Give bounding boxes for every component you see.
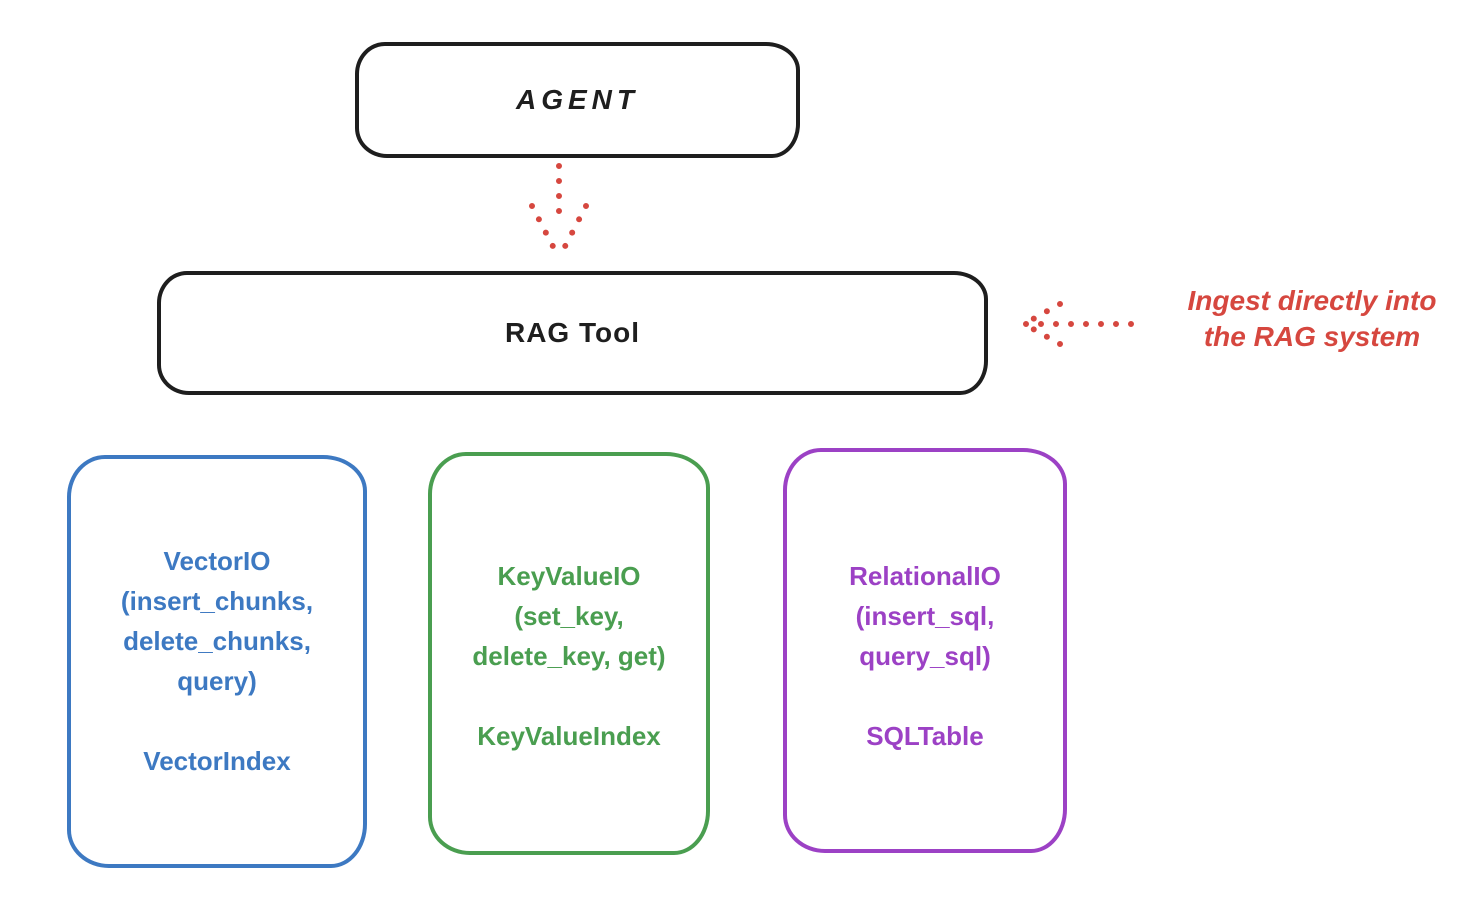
- keyvalue-io-method-line: (set_key,: [514, 601, 624, 631]
- rag-tool-box: RAG Tool: [157, 271, 988, 395]
- arrowhead-right: [556, 203, 589, 261]
- relational-io-title: RelationalIO: [849, 561, 1001, 591]
- rag-tool-label: RAG Tool: [504, 317, 640, 348]
- ingest-arrow: [1021, 301, 1139, 347]
- vector-io-box: VectorIO (insert_chunks, delete_chunks, …: [67, 455, 367, 868]
- sqltable-label: SQLTable: [866, 721, 984, 751]
- keyvalue-io-box: KeyValueIO (set_key, delete_key, get) Ke…: [428, 452, 710, 855]
- vector-io-method-line: delete_chunks,: [123, 626, 311, 656]
- vector-io-method-line: query): [177, 666, 257, 696]
- keyvalue-index-label: KeyValueIndex: [477, 721, 661, 751]
- arrowhead-bottom: [1021, 321, 1063, 347]
- arrowhead-left: [529, 203, 562, 261]
- keyvalue-io-method-line: delete_key, get): [472, 641, 666, 671]
- agent-label: AGENT: [516, 84, 639, 115]
- vector-io-title: VectorIO: [163, 546, 271, 576]
- relational-io-box: RelationalIO (insert_sql, query_sql) SQL…: [783, 448, 1067, 853]
- relational-io-method-line: (insert_sql,: [855, 601, 995, 631]
- ingest-annotation: Ingest directly into the RAG system: [1140, 283, 1484, 355]
- ingest-annotation-line1: Ingest directly into: [1187, 285, 1437, 316]
- vector-index-label: VectorIndex: [143, 746, 291, 776]
- agent-box: AGENT: [355, 42, 800, 158]
- keyvalue-io-title: KeyValueIO: [497, 561, 641, 591]
- agent-to-ragtool-arrow: [529, 163, 589, 261]
- arrowhead-top: [1021, 301, 1063, 327]
- ingest-annotation-line2: the RAG system: [1203, 321, 1421, 352]
- relational-io-method-line: query_sql): [859, 641, 991, 671]
- vector-io-method-line: (insert_chunks,: [120, 586, 314, 616]
